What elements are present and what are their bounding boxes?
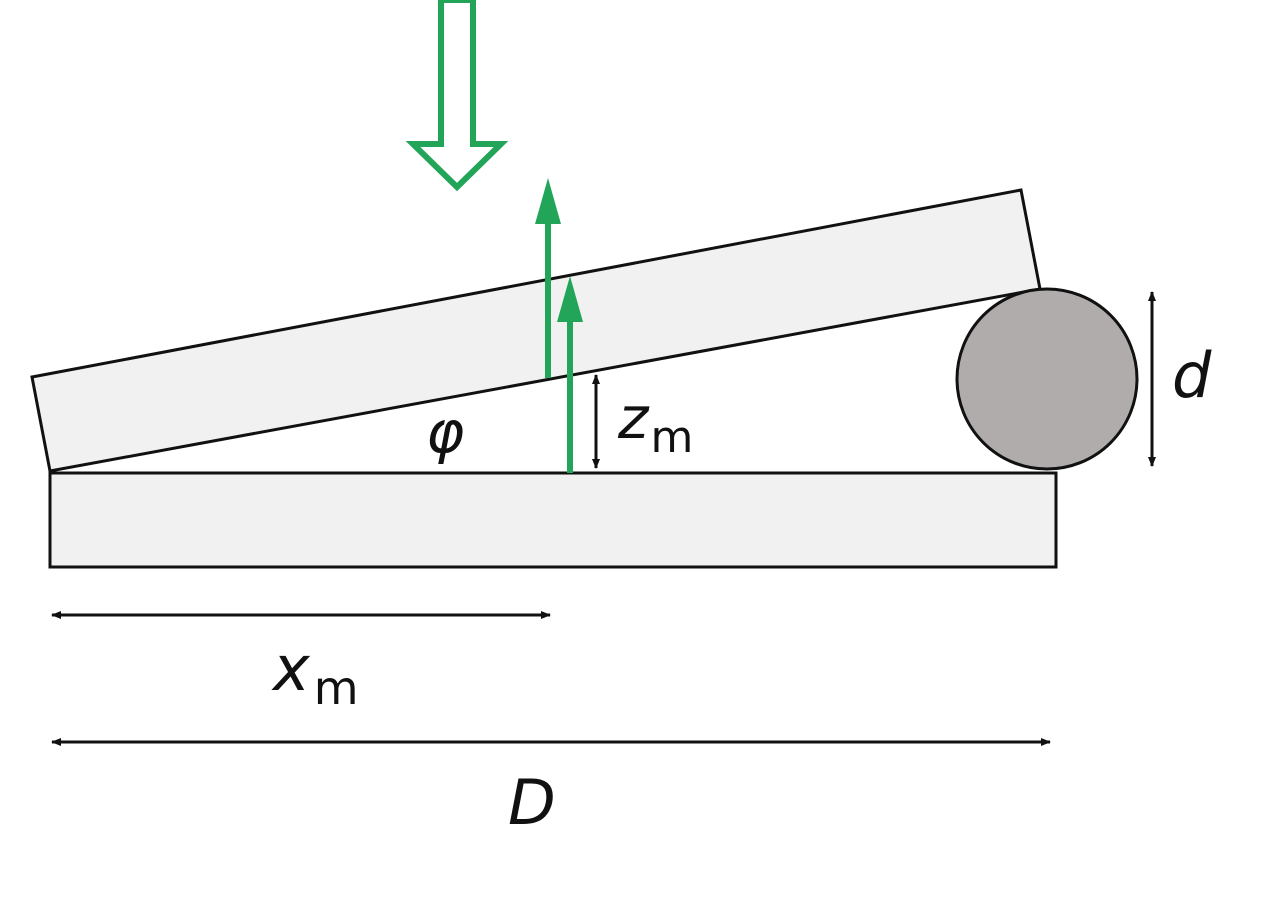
phi-label: φ [426, 398, 464, 466]
zm-label-main: z [617, 384, 650, 452]
spacer-rod [955, 287, 1139, 471]
zm-label-sub: m [650, 412, 693, 463]
xm-label-sub: m [314, 661, 359, 715]
xm-label-main: x [271, 632, 311, 705]
D-label: D [508, 766, 556, 839]
top-tilted-plate [30, 188, 1042, 473]
zm-label: zm [617, 384, 693, 463]
bottom-plate [48, 471, 1058, 569]
upper-force-arrow-icon [535, 178, 561, 378]
d-label: d [1172, 339, 1212, 412]
xm-label: xm [271, 632, 359, 715]
lower-force-arrow-icon [557, 276, 583, 473]
load-arrow-icon [405, 0, 509, 192]
